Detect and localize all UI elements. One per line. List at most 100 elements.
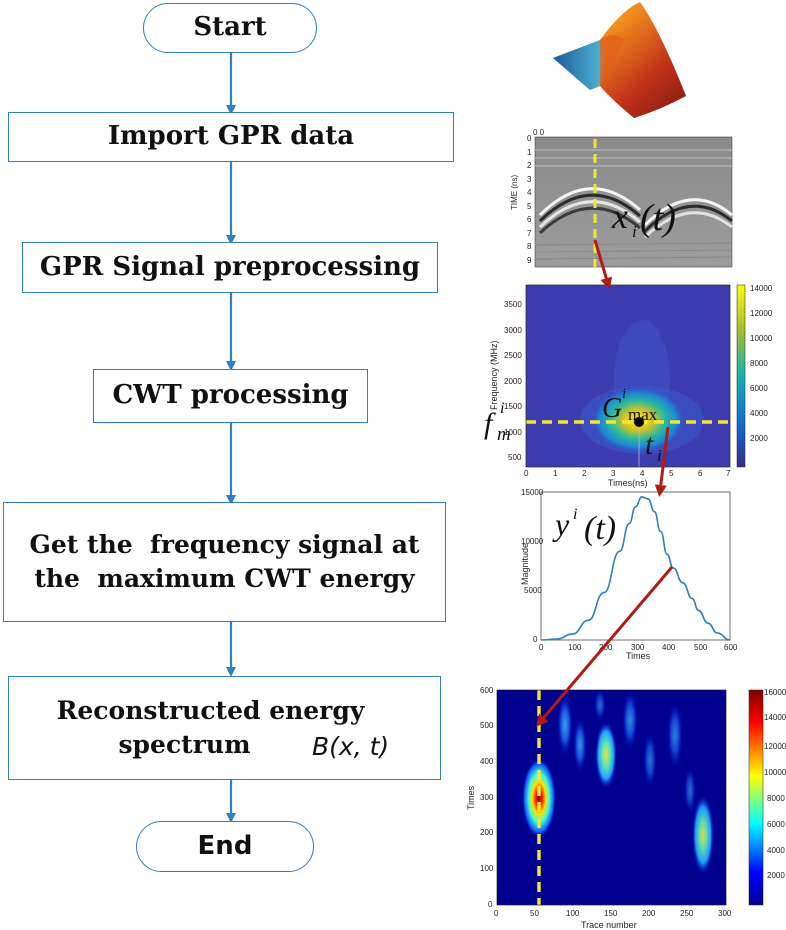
- magnitude-panel: Magnitude Times 0 100 200 300 400 500 60…: [520, 488, 738, 661]
- magnitude-plot-area: [540, 491, 731, 641]
- energy-ytick: 500: [480, 721, 494, 730]
- cwt-f-sup: i: [500, 400, 504, 417]
- energy-ytick: 200: [480, 828, 494, 837]
- radargram-x-label: x: [611, 196, 628, 236]
- cwt-cbar-tick: 10000: [750, 334, 773, 343]
- radargram-ytick: 7: [527, 229, 532, 238]
- start-label: Start: [193, 12, 267, 43]
- cwt-g-label: G: [602, 393, 622, 424]
- import-label: Import GPR data: [107, 121, 355, 152]
- energy-cbar-tick: 12000: [764, 742, 786, 751]
- cwt-xtick: 0: [524, 469, 529, 478]
- cwt-cbar-tick: 4000: [750, 409, 768, 418]
- magnitude-xlabel: Times: [626, 651, 651, 661]
- radargram-panel: 0 0 TIME (ns) 0 1 2 3 4 5 6 7 8 9 x i (t…: [510, 128, 733, 268]
- energy-xtick: 150: [604, 909, 618, 918]
- preprocess-step: GPR Signal preprocessing: [22, 242, 438, 293]
- cwt-ytick: 1500: [504, 402, 522, 411]
- radargram-x-arg: (t): [640, 197, 676, 239]
- energy-cbar-tick: 2000: [767, 871, 785, 880]
- energy-ytick: 0: [488, 900, 493, 909]
- cwt-cbar-tick: 6000: [750, 384, 768, 393]
- import-step: Import GPR data: [8, 112, 454, 162]
- energy-cbar-tick: 8000: [767, 794, 785, 803]
- energy-xtick: 200: [642, 909, 656, 918]
- energy-ytick: 400: [480, 757, 494, 766]
- cwt-panel: Frequency (MHz) Times(ns) 0 1 2 3 4 5 6 …: [484, 284, 773, 488]
- cwt-xtick: 2: [582, 469, 587, 478]
- energy-ylabel: Times: [466, 785, 476, 810]
- cwt-cbar-tick: 8000: [750, 359, 768, 368]
- cwt-xtick: 5: [669, 469, 674, 478]
- radargram-ytick: 9: [527, 256, 532, 265]
- start-terminator: Start: [143, 3, 317, 53]
- cwt-step: CWT processing: [93, 369, 368, 423]
- energy-panel: Times Trace number 0 50 100 150 200 250 …: [466, 686, 786, 930]
- red-arrow-magnitude-to-energy: [536, 566, 674, 727]
- radargram-ytick: 8: [527, 242, 532, 251]
- cwt-ylabel: Frequency (MHz): [489, 340, 499, 410]
- magnitude-ytick: 10000: [521, 537, 544, 546]
- cwt-xlabel: Times(ns): [608, 478, 648, 488]
- magnitude-ylabel: Magnitude: [520, 543, 530, 585]
- get-signal-step: Get the frequency signal at the maximum …: [3, 502, 446, 622]
- matlab-logo-icon: [553, 2, 686, 118]
- energy-ytick: 600: [480, 686, 494, 695]
- cwt-ytick: 2000: [504, 377, 522, 386]
- magnitude-xtick: 300: [631, 643, 645, 652]
- magnitude-xtick: 0: [539, 643, 544, 652]
- cwt-g-sub: max: [628, 405, 658, 424]
- cwt-xtick: 6: [698, 469, 703, 478]
- magnitude-y-arg: (t): [584, 510, 616, 547]
- get-signal-line1: Get the frequency signal at: [29, 530, 420, 560]
- energy-xtick: 100: [566, 909, 580, 918]
- cwt-label: CWT processing: [112, 380, 349, 411]
- energy-cbar-tick: 4000: [767, 846, 785, 855]
- cwt-ytick: 2500: [504, 351, 522, 360]
- energy-cbar-tick: 14000: [764, 713, 786, 722]
- energy-xtick: 250: [680, 909, 694, 918]
- radargram-corner: 0 0: [533, 128, 545, 137]
- reconstruct-equation: B(x, t): [312, 732, 390, 761]
- cwt-cbar-tick: 12000: [750, 309, 773, 318]
- cwt-xtick: 1: [553, 469, 558, 478]
- magnitude-ytick: 0: [533, 635, 538, 644]
- cwt-ytick: 3500: [504, 300, 522, 309]
- radargram-ytick: 6: [527, 215, 532, 224]
- end-terminator: End: [136, 821, 314, 872]
- magnitude-y-sup: i: [573, 506, 577, 523]
- radargram-ytick: 0: [527, 134, 532, 143]
- magnitude-ytick: 15000: [521, 488, 544, 497]
- red-arrow-radargram-to-cwt: [593, 239, 613, 290]
- cwt-max-point: [634, 417, 644, 427]
- end-label: End: [197, 830, 253, 861]
- energy-cbar-tick: 16000: [764, 688, 786, 697]
- energy-xtick: 0: [494, 909, 499, 918]
- radargram-ylabel: TIME (ns): [510, 175, 519, 210]
- magnitude-series-line: [540, 496, 731, 641]
- cwt-ytick: 500: [508, 453, 522, 462]
- magnitude-ytick: 5000: [524, 586, 542, 595]
- magnitude-xtick: 400: [662, 643, 676, 652]
- energy-cbar-tick: 10000: [764, 768, 786, 777]
- get-signal-line2: the maximum CWT energy: [34, 564, 415, 593]
- magnitude-xtick: 500: [694, 643, 708, 652]
- magnitude-xtick: 100: [568, 643, 582, 652]
- reconstruct-step: Reconstructed energy spectrum B(x, t): [8, 676, 441, 780]
- energy-ytick: 100: [480, 864, 494, 873]
- magnitude-y-label: y: [552, 506, 570, 542]
- cwt-xtick: 3: [611, 469, 616, 478]
- energy-ytick: 300: [480, 793, 494, 802]
- radargram-ytick: 2: [527, 161, 532, 170]
- energy-cbar-tick: 6000: [767, 820, 785, 829]
- reconstruct-line2: spectrum: [118, 730, 251, 759]
- cwt-cbar-tick: 14000: [750, 284, 773, 293]
- preprocess-label: GPR Signal preprocessing: [39, 251, 421, 282]
- radargram-ytick: 5: [527, 202, 532, 211]
- energy-xlabel: Trace number: [581, 920, 637, 930]
- radargram-ytick: 4: [527, 188, 532, 197]
- magnitude-xtick: 600: [724, 643, 738, 652]
- cwt-t-label: t: [645, 428, 654, 461]
- cwt-f-label: f: [484, 407, 496, 440]
